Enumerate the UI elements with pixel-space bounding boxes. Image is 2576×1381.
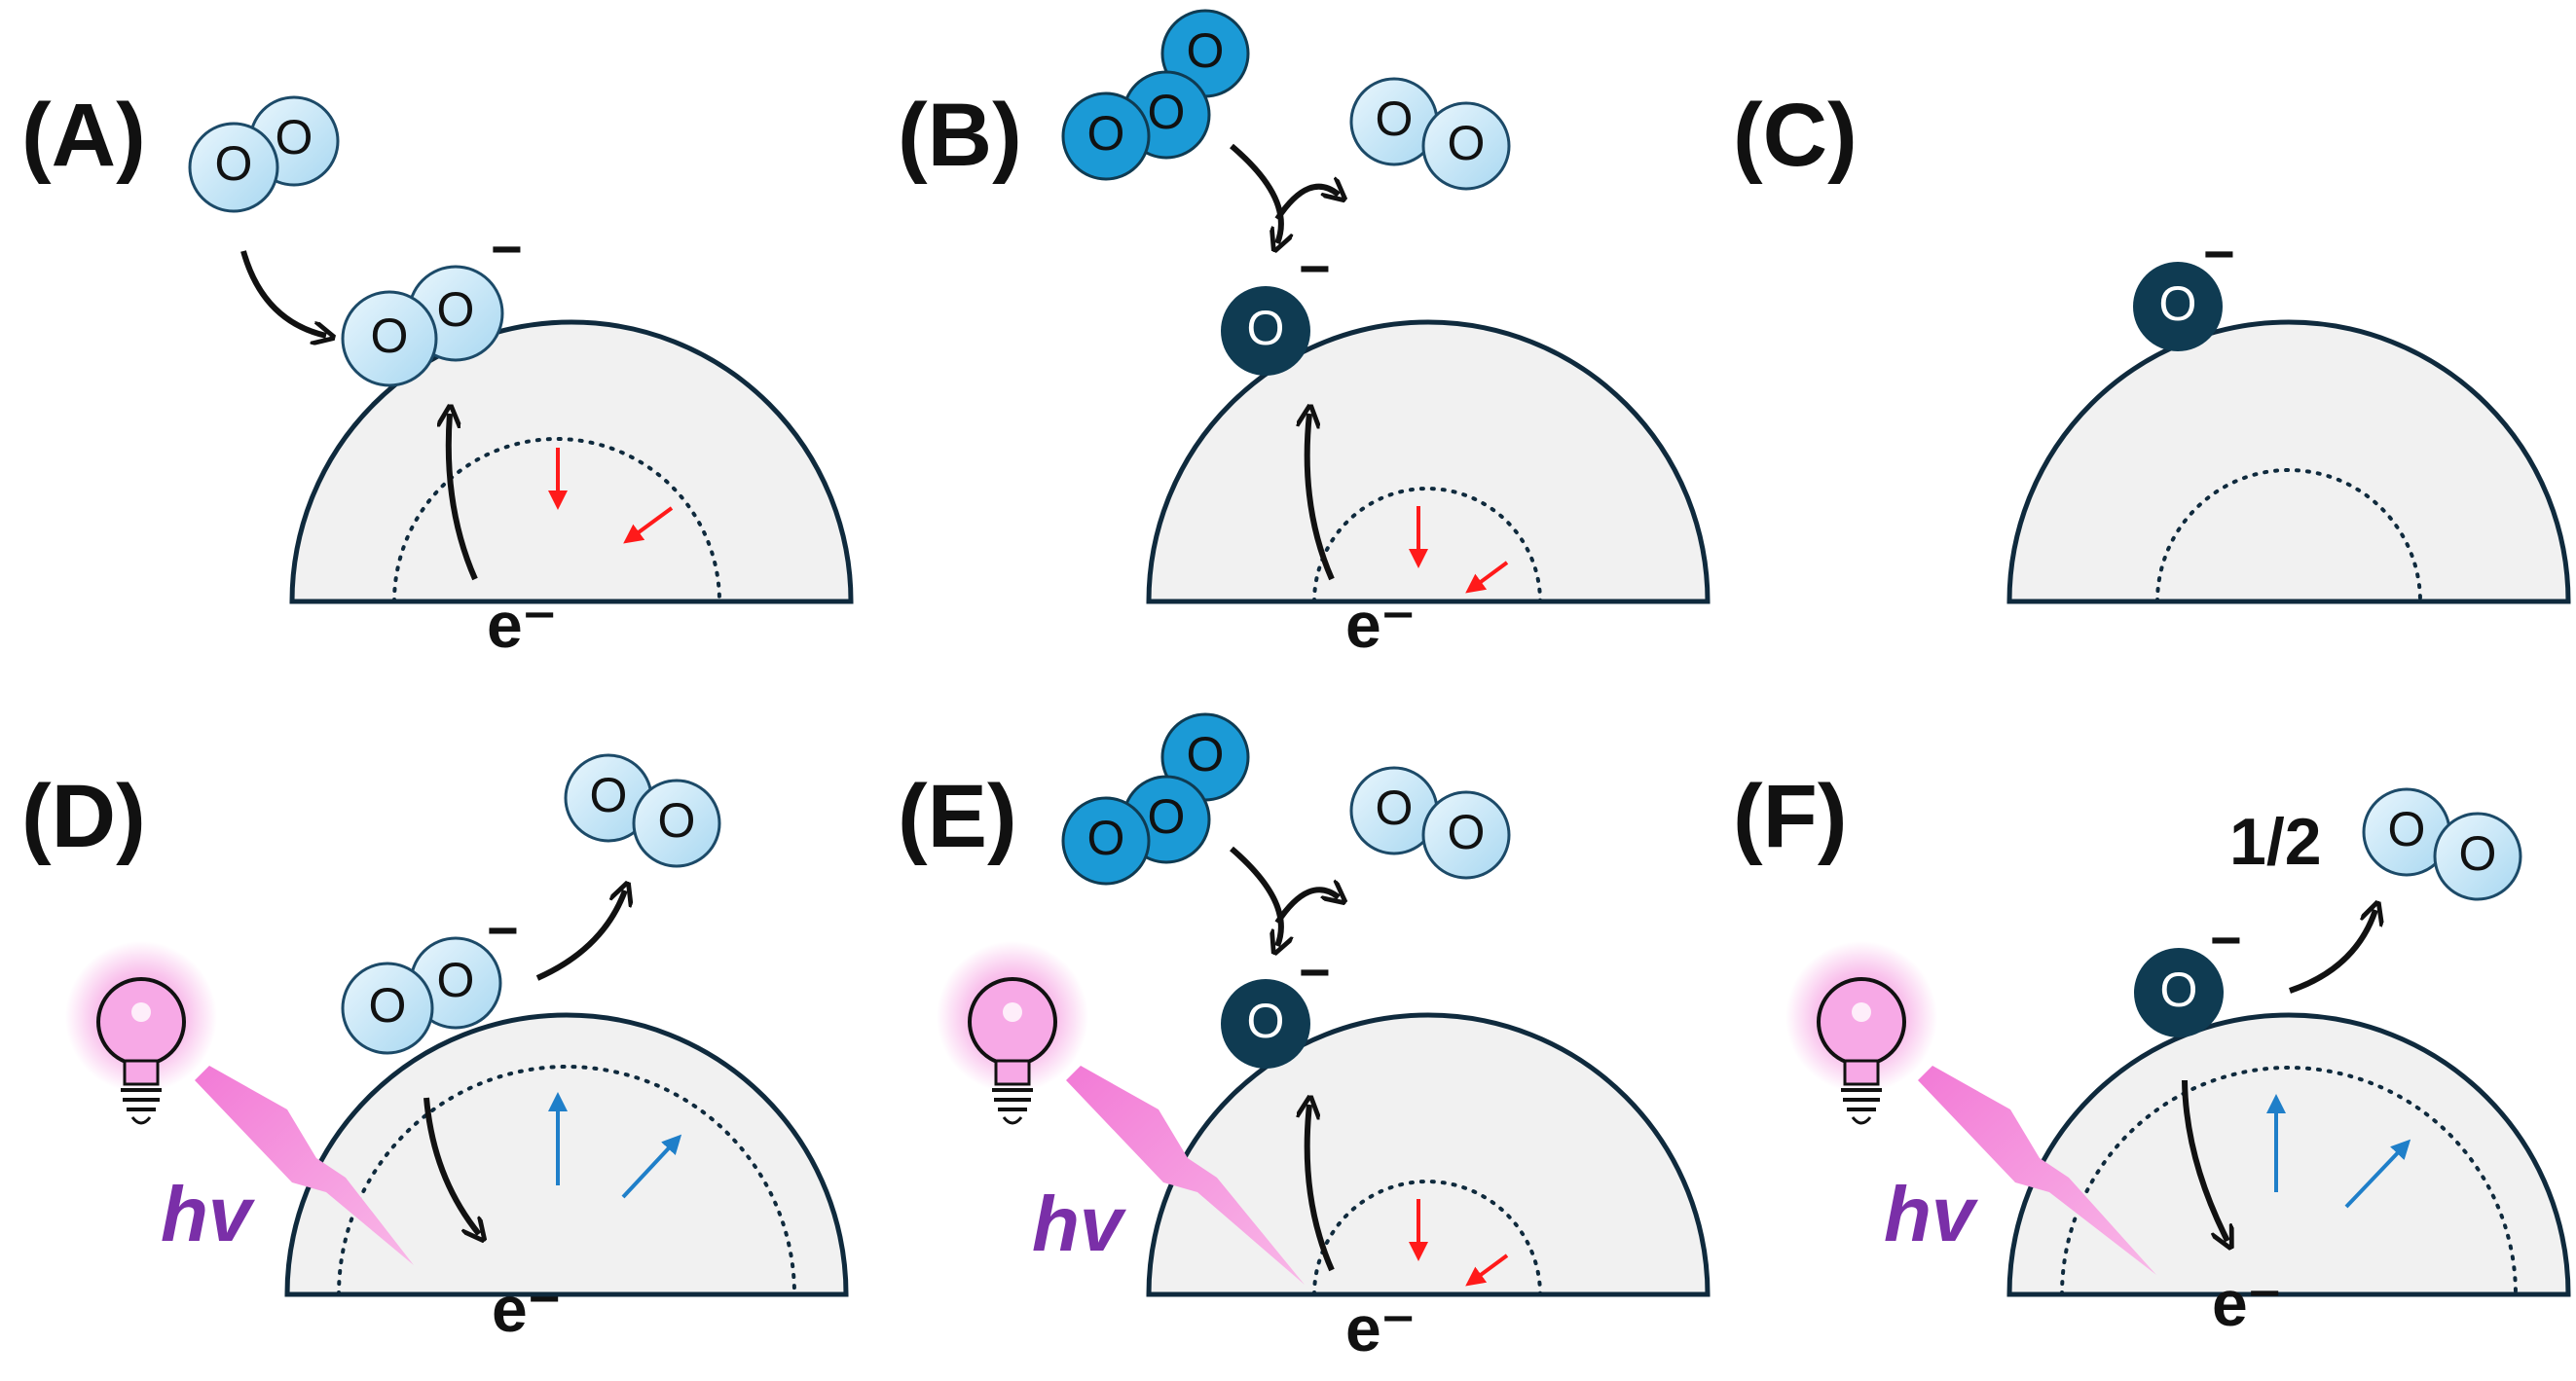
superoxide-adsorbate: O O (341, 265, 504, 387)
stoichiometric-coefficient: 1/2 (2229, 805, 2322, 879)
band-flattening-arrow (621, 1134, 682, 1199)
oxygen-anion-charge: − (1299, 237, 1331, 299)
subsurface-layer (1312, 1180, 1542, 1296)
band-bending-arrow (1465, 1254, 1509, 1287)
photon-label: hv (161, 1171, 256, 1257)
catalyst-surface (1146, 319, 1711, 604)
electron-transfer-arrow (1307, 414, 1335, 581)
svg-text:O: O (2159, 276, 2197, 331)
subsurface-layer (2155, 468, 2422, 603)
lightning-bolt-icon (1066, 1066, 1305, 1285)
svg-text:O: O (658, 793, 696, 848)
electron-return-arrow (2182, 1079, 2227, 1241)
oxygen-anion-adsorbate: O (2133, 262, 2223, 351)
desorption-arrow (2289, 910, 2375, 994)
panel-label-e: (E) (898, 767, 1017, 866)
panel-label-b: (B) (898, 86, 1022, 185)
svg-text:O: O (1247, 301, 1285, 355)
light-bulb-icon (1785, 941, 1937, 1125)
svg-text:O: O (437, 953, 475, 1007)
electron-label: e⁻ (492, 1273, 562, 1345)
panel-label-c: (C) (1733, 86, 1858, 185)
svg-text:O: O (1376, 781, 1414, 835)
band-bending-arrow (1465, 561, 1509, 594)
svg-text:O: O (1448, 116, 1486, 170)
electron-label: e⁻ (1345, 589, 1416, 661)
svg-text:O: O (1087, 811, 1125, 865)
panel-a: (A) O O O O − e⁻ (21, 86, 854, 661)
electron-return-arrow (423, 1097, 479, 1234)
o2-molecule: O O (2362, 787, 2522, 901)
oxygen-anion-adsorbate: O (2134, 948, 2224, 1037)
svg-text:O: O (2160, 963, 2198, 1017)
ozone-molecule: O O O (1061, 9, 1250, 181)
electron-transfer-arrow (449, 414, 478, 581)
band-flattening-arrow (2344, 1139, 2411, 1209)
o2-molecule: O O (1349, 766, 1511, 880)
panel-label-f: (F) (1733, 767, 1847, 866)
lightning-bolt-icon (195, 1066, 414, 1265)
svg-text:O: O (215, 136, 253, 191)
release-arrow (1274, 187, 1339, 221)
electron-label: e⁻ (487, 589, 557, 661)
superoxide-charge: − (487, 899, 519, 961)
dissociation-arrow (1230, 143, 1281, 243)
svg-text:O: O (369, 978, 407, 1033)
svg-text:O: O (371, 309, 409, 363)
oxygen-anion-adsorbate: O (1221, 286, 1310, 376)
panel-c: (C) O − (1733, 86, 2571, 604)
svg-text:O: O (590, 768, 628, 822)
o2-molecule: O O (188, 95, 340, 213)
panel-d: (D) hv O O − O O (21, 753, 849, 1345)
catalyst-surface (289, 319, 854, 604)
catalyst-surface (284, 1012, 849, 1297)
panel-label-a: (A) (21, 86, 146, 185)
svg-text:O: O (2388, 802, 2426, 856)
photon-label: hv (1032, 1181, 1127, 1267)
panel-f: (F) hv O − 1/2 O O e⁻ (1733, 767, 2571, 1339)
superoxide-adsorbate: O O (341, 936, 502, 1055)
svg-text:O: O (1247, 994, 1285, 1048)
svg-text:O: O (437, 282, 475, 337)
catalyst-surface (1146, 1012, 1711, 1297)
svg-text:O: O (1448, 805, 1486, 859)
ozone-molecule: O O O (1061, 712, 1250, 886)
svg-text:O: O (276, 110, 313, 164)
photon-label: hv (1884, 1171, 1979, 1257)
superoxide-charge: − (491, 218, 523, 279)
o2-molecule: O O (1349, 77, 1511, 191)
catalyst-surface (2006, 1012, 2571, 1297)
electron-label: e⁻ (1345, 1292, 1416, 1364)
oxygen-anion-charge: − (2210, 909, 2242, 970)
light-bulb-icon (937, 941, 1088, 1125)
electron-transfer-arrow (1307, 1105, 1335, 1272)
svg-text:O: O (1187, 727, 1225, 781)
lightning-bolt-icon (1918, 1066, 2156, 1275)
electron-label: e⁻ (2212, 1267, 2282, 1339)
desorption-arrow (535, 890, 625, 981)
panel-label-d: (D) (21, 767, 146, 866)
subsurface-layer (392, 437, 721, 603)
panel-e: (E) hv O O O O O (898, 712, 1711, 1364)
svg-text:O: O (1087, 106, 1125, 161)
svg-text:O: O (1148, 789, 1186, 844)
catalyst-surface (2006, 319, 2571, 604)
svg-text:O: O (1376, 91, 1414, 146)
band-bending-arrow (623, 506, 674, 544)
oxygen-anion-adsorbate: O (1221, 979, 1310, 1069)
oxygen-anion-charge: − (2203, 223, 2235, 284)
light-bulb-icon (65, 941, 217, 1125)
subsurface-layer (1312, 487, 1542, 603)
svg-text:O: O (1187, 23, 1225, 78)
adsorption-arrow (240, 250, 326, 336)
release-arrow (1274, 890, 1339, 925)
dissociation-arrow (1230, 846, 1281, 946)
oxygen-anion-charge: − (1299, 941, 1331, 1002)
o2-molecule: O O (564, 753, 721, 868)
svg-text:O: O (2459, 826, 2497, 881)
subsurface-layer (2060, 1066, 2518, 1296)
svg-text:O: O (1148, 85, 1186, 139)
panel-b: (B) O O O O O O − e⁻ (898, 9, 1711, 661)
